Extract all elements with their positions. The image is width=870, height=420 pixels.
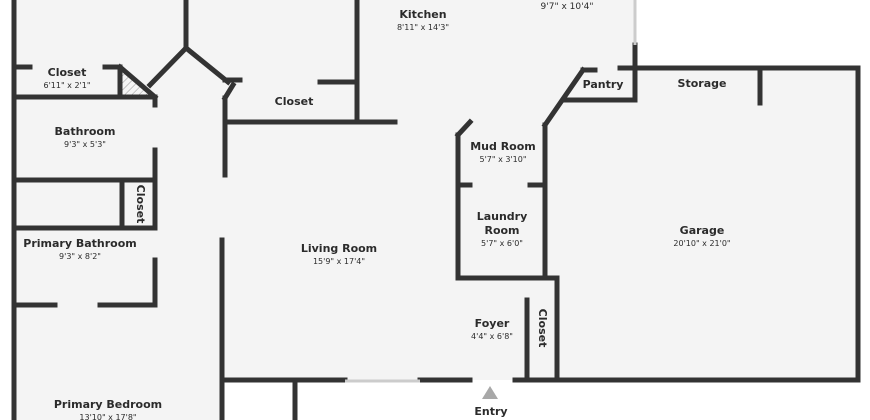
room-dims: 6'11" x 2'1" bbox=[43, 81, 91, 90]
room-closet-1: Closet 6'11" x 2'1" bbox=[43, 66, 90, 91]
room-dims: 5'7" x 6'0" bbox=[481, 239, 523, 248]
room-mud-room: Mud Room 5'7" x 3'10" bbox=[470, 140, 536, 165]
room-name: Laundry Room bbox=[476, 210, 528, 237]
room-name: Closet bbox=[536, 308, 549, 348]
room-primary-bathroom: Primary Bathroom 9'3" x 8'2" bbox=[23, 237, 136, 262]
room-bathroom: Bathroom 9'3" x 5'3" bbox=[55, 125, 116, 150]
room-name: Primary Bathroom bbox=[23, 237, 137, 250]
floor-area bbox=[14, 0, 858, 420]
room-living-room: Living Room 15'9" x 17'4" bbox=[301, 242, 377, 267]
room-name: Closet bbox=[134, 184, 147, 224]
room-kitchen: Kitchen 8'11" x 14'3" bbox=[397, 8, 449, 33]
room-name: Foyer bbox=[474, 317, 510, 330]
room-name: Primary Bedroom bbox=[53, 398, 163, 411]
room-garage: Garage 20'10" x 21'0" bbox=[673, 224, 730, 249]
room-name: Closet bbox=[274, 95, 314, 108]
room-closet-3: Closet bbox=[133, 185, 147, 224]
room-name: Bathroom bbox=[54, 125, 116, 138]
room-foyer: Foyer 4'4" x 6'8" bbox=[471, 317, 513, 342]
room-dims: 9'7" x 10'4" bbox=[540, 2, 594, 12]
room-name: Living Room bbox=[300, 242, 378, 255]
room-dims: 20'10" x 21'0" bbox=[673, 239, 731, 248]
room-primary-bedroom: Primary Bedroom 13'10" x 17'8" bbox=[54, 398, 162, 420]
room-name: Entry bbox=[474, 405, 508, 418]
room-dims: 9'3" x 5'3" bbox=[64, 140, 106, 149]
room-name: Kitchen bbox=[399, 8, 447, 21]
room-pantry: Pantry bbox=[583, 78, 624, 92]
room-name: Pantry bbox=[582, 78, 624, 91]
room-dims: 5'7" x 3'10" bbox=[479, 155, 527, 164]
room-laundry: Laundry Room 5'7" x 6'0" bbox=[477, 210, 528, 249]
room-name: Mud Room bbox=[470, 140, 536, 153]
room-name: Closet bbox=[47, 66, 87, 79]
room-storage: Storage bbox=[678, 77, 727, 91]
room-dims: 15'9" x 17'4" bbox=[312, 257, 366, 266]
room-closet-4: Closet bbox=[535, 309, 549, 348]
room-dims: 8'11" x 14'3" bbox=[396, 23, 450, 32]
room-entry: Entry bbox=[474, 405, 507, 419]
room-name: Garage bbox=[679, 224, 725, 237]
room-dims: 4'4" x 6'8" bbox=[471, 332, 513, 341]
entry-arrow-icon bbox=[482, 386, 498, 399]
room-dims: 13'10" x 17'8" bbox=[79, 413, 137, 420]
room-name: Storage bbox=[677, 77, 727, 90]
room-closet-2: Closet bbox=[275, 95, 314, 109]
windows bbox=[345, 0, 637, 383]
walls bbox=[11, 0, 861, 420]
room-dims: 9'3" x 8'2" bbox=[59, 252, 101, 261]
room-top-right: 9'7" x 10'4" bbox=[541, 1, 594, 13]
